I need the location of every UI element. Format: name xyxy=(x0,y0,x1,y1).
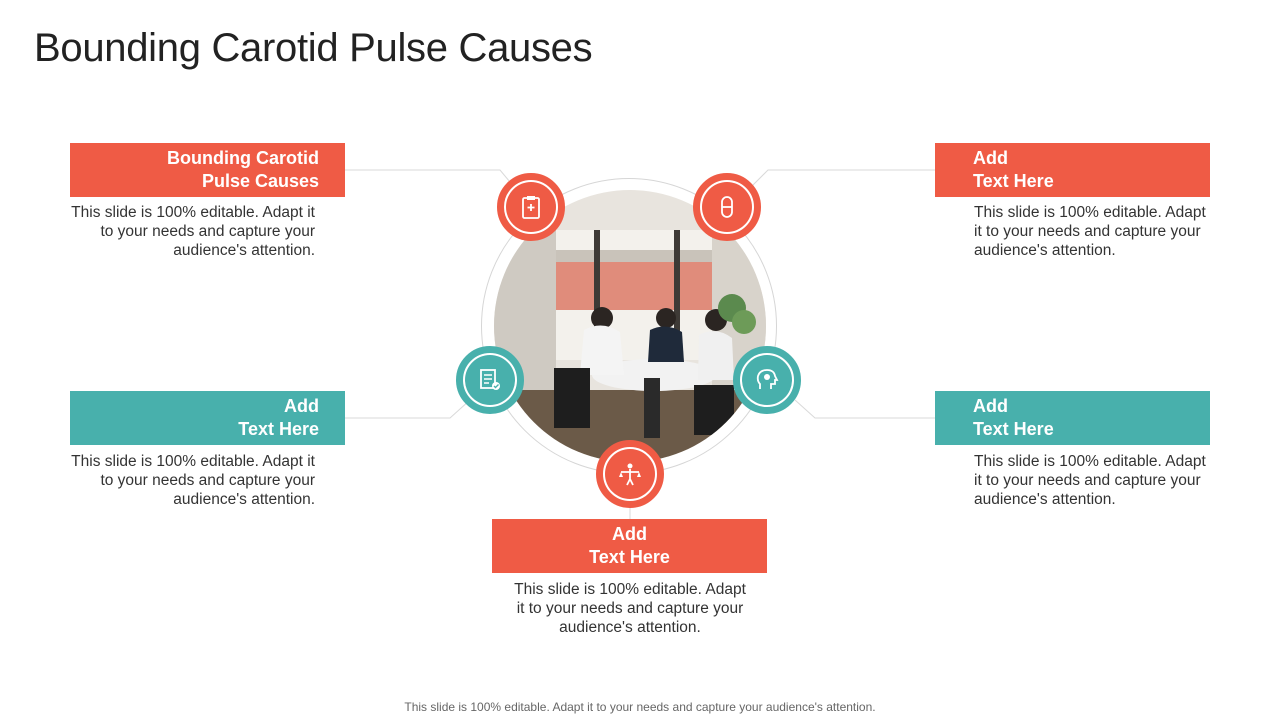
head-gear-icon xyxy=(733,346,801,414)
item-3-heading-line2: Text Here xyxy=(238,419,319,439)
item-5-heading-line1: Add xyxy=(612,524,647,544)
item-5-heading-line2: Text Here xyxy=(589,547,670,567)
item-2-description: This slide is 100% editable. Adapt it to… xyxy=(974,204,1206,259)
item-4-heading-line2: Text Here xyxy=(973,419,1054,439)
item-1-heading: Bounding Carotid Pulse Causes xyxy=(70,143,345,197)
person-balance-icon xyxy=(596,440,664,508)
item-3-heading: Add Text Here xyxy=(70,391,345,445)
pill-capsule-icon xyxy=(693,173,761,241)
item-4-description: This slide is 100% editable. Adapt it to… xyxy=(974,453,1206,508)
item-4-heading: Add Text Here xyxy=(935,391,1210,445)
checklist-icon xyxy=(456,346,524,414)
item-1-description: This slide is 100% editable. Adapt it to… xyxy=(71,204,315,259)
item-1-heading-line1: Bounding Carotid xyxy=(167,148,319,168)
item-2-heading-line1: Add xyxy=(973,148,1008,168)
page-title: Bounding Carotid Pulse Causes xyxy=(34,26,593,70)
item-1-heading-line2: Pulse Causes xyxy=(201,171,319,191)
footer-note: This slide is 100% editable. Adapt it to… xyxy=(404,700,876,714)
item-2-heading: Add Text Here xyxy=(935,143,1210,197)
item-4-heading-line1: Add xyxy=(973,396,1008,416)
meeting-photo xyxy=(494,190,766,462)
item-3-heading-line1: Add xyxy=(284,396,319,416)
item-2-heading-line2: Text Here xyxy=(973,171,1054,191)
clipboard-medical-icon xyxy=(497,173,565,241)
item-5-heading: Add Text Here xyxy=(492,519,767,573)
item-5-description: This slide is 100% editable. Adapt it to… xyxy=(514,581,746,636)
item-3-description: This slide is 100% editable. Adapt it to… xyxy=(71,453,315,508)
